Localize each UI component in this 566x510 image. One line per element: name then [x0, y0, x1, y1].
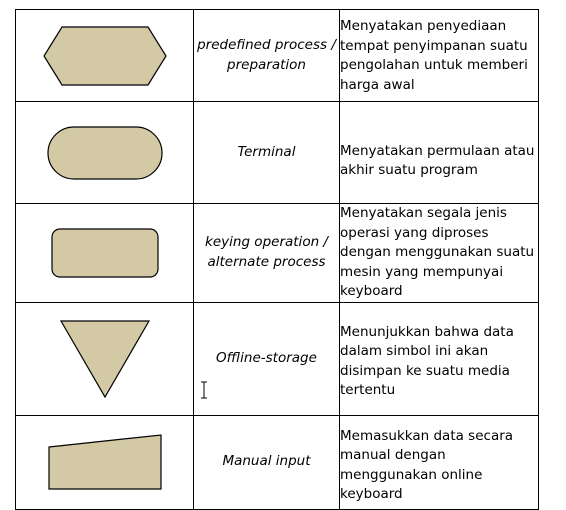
table-row: Terminal Menyatakan permulaan atau akhir… — [15, 101, 539, 204]
terminal-rounded-icon — [46, 125, 163, 180]
symbol-cell — [15, 9, 194, 102]
symbol-name: Offline-storage — [193, 301, 340, 416]
symbol-description: Menyatakan segala jenis operasi yang dip… — [339, 203, 539, 303]
text-cursor-icon — [201, 381, 207, 399]
symbol-name: Manual input — [193, 414, 340, 510]
symbol-name: predefined process / preparation — [193, 9, 340, 102]
symbol-name: keying operation / alternate process — [193, 203, 340, 303]
inverted-triangle-storage-icon — [59, 319, 150, 398]
table-row: predefined process / preparation Menyata… — [15, 9, 539, 102]
symbol-description: Menyatakan permulaan atau akhir suatu pr… — [339, 101, 539, 204]
manual-input-icon — [47, 434, 162, 490]
hexagon-preparation-icon — [42, 25, 167, 86]
symbol-description: Memasukkan data secara manual dengan men… — [339, 414, 539, 510]
symbol-cell — [15, 101, 194, 204]
symbol-description: Menunjukkan bahwa data dalam simbol ini … — [339, 301, 539, 416]
table-row: keying operation / alternate process Men… — [15, 203, 539, 303]
symbol-cell — [15, 203, 194, 303]
symbol-description: Menyatakan penyediaan tempat penyimpanan… — [339, 9, 539, 102]
flowchart-symbol-table: predefined process / preparation Menyata… — [15, 9, 539, 510]
table-row: Offline-storage Menunjukkan bahwa data d… — [15, 301, 539, 416]
table-row: Manual input Memasukkan data secara manu… — [15, 414, 539, 510]
symbol-cell — [15, 414, 194, 510]
symbol-name: Terminal — [193, 101, 340, 204]
symbol-cell — [15, 301, 194, 416]
rounded-rectangle-keying-icon — [50, 228, 159, 278]
